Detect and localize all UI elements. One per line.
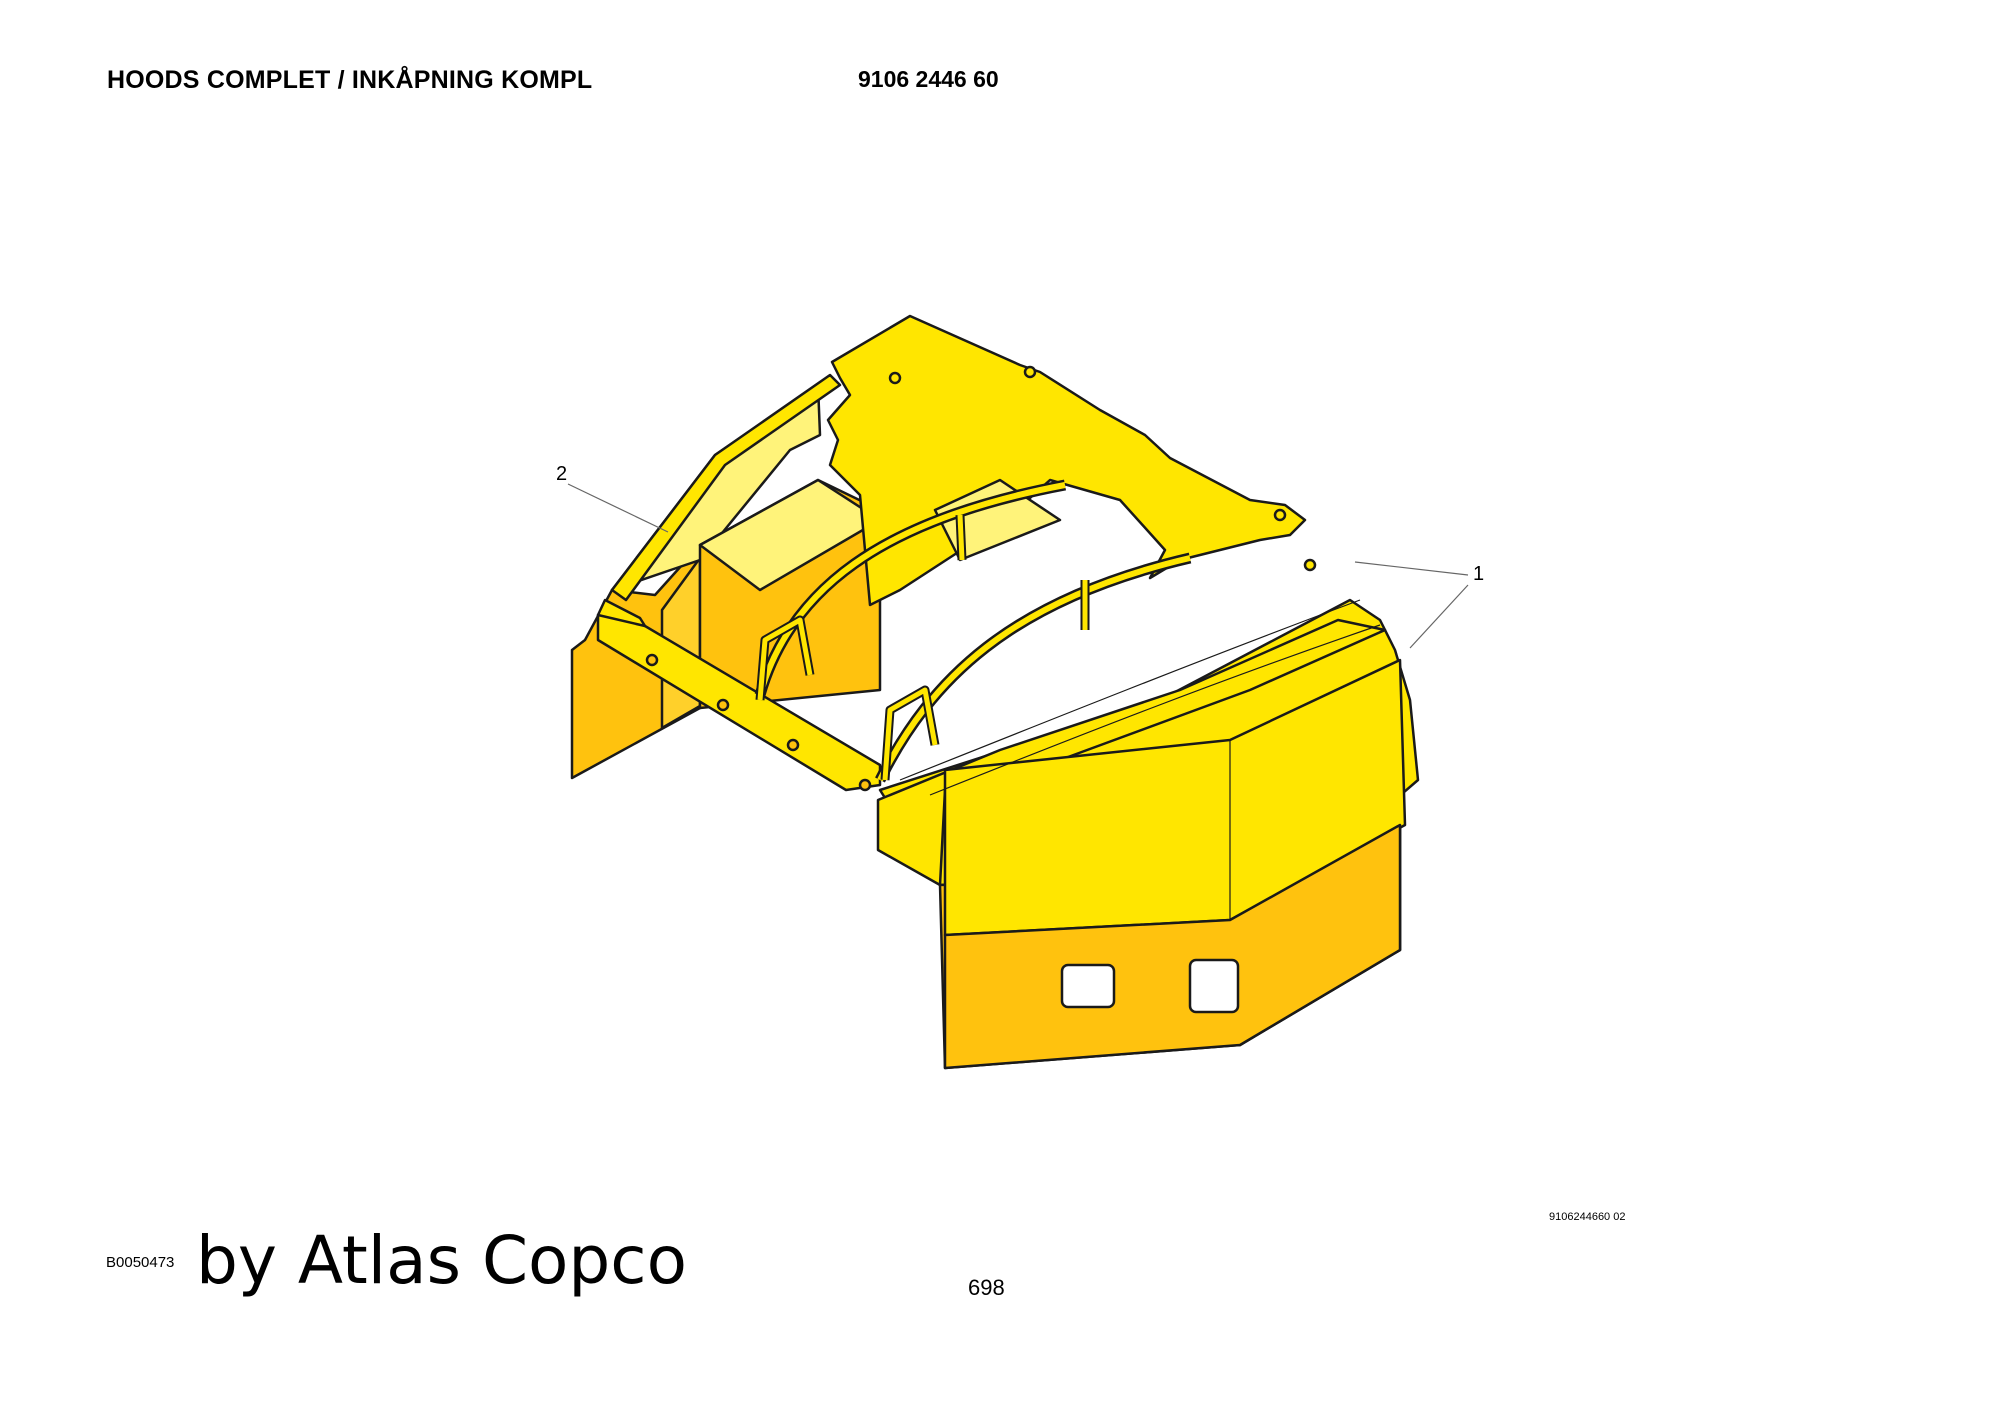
bow-frame xyxy=(754,479,1192,783)
top-plate xyxy=(826,314,1317,607)
page-number: 698 xyxy=(968,1275,1005,1300)
brand-watermark: by Atlas Copco xyxy=(196,1222,687,1299)
hood-panel xyxy=(876,598,1420,1070)
cross-beam xyxy=(596,598,882,792)
callout-2: 2 xyxy=(556,463,567,485)
callout-1: 1 xyxy=(1473,563,1484,585)
part-number: 9106 2446 60 xyxy=(858,66,999,92)
document-code: B0050473 xyxy=(106,1254,175,1271)
page-title: HOODS COMPLET / INKÅPNING KOMPL xyxy=(107,66,593,94)
drawing-reference: 9106244660 02 xyxy=(1549,1211,1626,1223)
leader-lines xyxy=(567,483,1469,649)
